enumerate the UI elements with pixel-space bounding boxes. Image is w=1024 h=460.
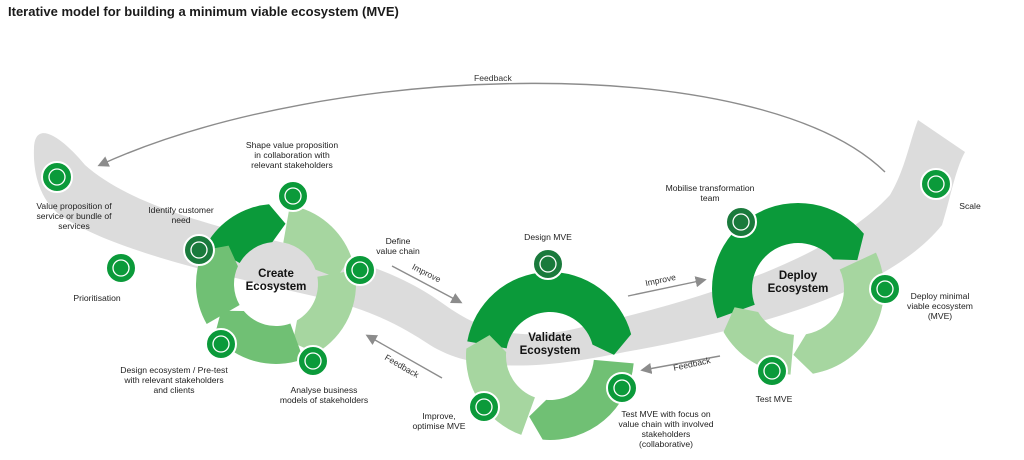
validate-cycle-segment-1	[467, 271, 632, 355]
chess-piece-icon-glyph	[112, 259, 130, 277]
globe-icon-glyph	[212, 335, 230, 353]
box-icon	[532, 248, 564, 280]
step-mobilise-team-label: Mobilise transformation team	[665, 183, 755, 203]
diagram-title: Iterative model for building a minimum v…	[8, 4, 399, 19]
step-identify-need-label: Identify customer need	[148, 205, 214, 225]
create-cycle-segment-2	[283, 205, 352, 278]
step-analyse-models-label: Analyse business models of stakeholders	[279, 385, 369, 405]
rocket-icon	[920, 168, 952, 200]
person-head-icon-glyph	[304, 352, 322, 370]
checkmark-icon	[756, 355, 788, 387]
feedback-top-label: Feedback	[474, 73, 512, 83]
feedback-top-arrow	[97, 82, 886, 173]
deploy-cycle-segment-2	[793, 252, 884, 374]
create-cycle-segment-5	[195, 245, 240, 324]
team-icon	[725, 206, 757, 238]
feedback-arrow-2	[640, 355, 721, 375]
thumbs-up-icon	[344, 254, 376, 286]
validate-cycle-segment-3	[466, 335, 535, 435]
phase-validate-ecosystem: Validate Ecosystem	[519, 332, 581, 357]
globe-icon	[205, 328, 237, 360]
checkmark-icon-glyph	[763, 362, 781, 380]
step-prioritisation-label: Prioritisation	[73, 293, 121, 303]
create-cycle-segment-4	[214, 310, 304, 364]
factory-icon-glyph	[876, 280, 894, 298]
step-deploy-mve-label: Deploy minimal viable ecosystem (MVE)	[907, 291, 973, 321]
play-icon	[606, 372, 638, 404]
step-design-ecosystem-label: Design ecosystem / Pre-test with relevan…	[120, 365, 228, 395]
create-cycle-segment-3	[292, 270, 356, 354]
lightbulb-icon	[41, 161, 73, 193]
person-head-icon	[297, 345, 329, 377]
step-scale-label: Scale	[959, 201, 981, 211]
wrench-icon-glyph	[475, 398, 493, 416]
phase-deploy-ecosystem: Deploy Ecosystem	[767, 270, 829, 295]
step-test-mve-label: Test MVE	[755, 394, 793, 404]
feedback-arrow-1	[365, 334, 443, 379]
network-icon-glyph	[284, 187, 302, 205]
improve-arrow-1	[391, 265, 463, 304]
box-icon-glyph	[539, 255, 557, 273]
handshake-icon-glyph	[190, 241, 208, 259]
improve-arrow-2	[627, 276, 707, 297]
chess-piece-icon	[105, 252, 137, 284]
step-value-proposition-label: Value proposition of service or bundle o…	[36, 201, 112, 231]
network-icon	[277, 180, 309, 212]
step-design-mve-label: Design MVE	[524, 232, 572, 242]
step-improve-optimise-label: Improve, optimise MVE	[412, 411, 466, 431]
step-shape-value-label: Shape value proposition in collaboration…	[245, 140, 339, 170]
step-test-mve-collab-label: Test MVE with focus on value chain with …	[618, 409, 714, 449]
validate-cycle-segment-2	[529, 359, 634, 440]
factory-icon	[869, 273, 901, 305]
thumbs-up-icon-glyph	[351, 261, 369, 279]
handshake-icon	[183, 234, 215, 266]
lightbulb-icon-glyph	[48, 168, 66, 186]
team-icon-glyph	[732, 213, 750, 231]
rocket-icon-glyph	[927, 175, 945, 193]
step-define-chain-label: Define value chain	[376, 236, 420, 256]
play-icon-glyph	[613, 379, 631, 397]
phase-create-ecosystem: Create Ecosystem	[245, 268, 307, 293]
wrench-icon	[468, 391, 500, 423]
